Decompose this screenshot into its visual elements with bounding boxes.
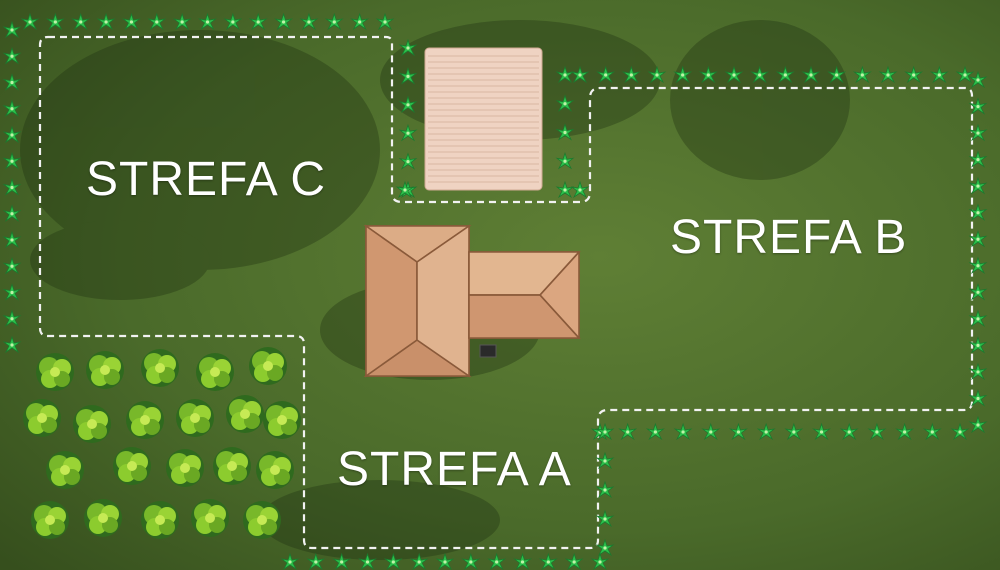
bush-icon [113,447,151,485]
bush-icon [191,499,229,537]
bush-icon [73,405,111,443]
bush-icon [256,451,294,489]
bush-icon [243,501,281,539]
terrace [424,47,543,191]
bush-icon [141,501,179,539]
bush-icon [263,401,301,439]
bush-icon [166,449,204,487]
roof-unit [479,344,497,358]
bush-icon [46,451,84,489]
bush-icon [31,501,69,539]
zone-c-boundary [38,35,974,550]
zone-boundaries [38,35,974,550]
zone-a-label: STREFA A [337,443,572,496]
bush-icon [196,353,234,391]
bush-icon [176,399,214,437]
house-roof [363,224,581,378]
bush-icon [249,347,287,385]
bush-icon [23,399,61,437]
bush-icon [86,351,124,389]
bush-icon [84,499,122,537]
bush-icon [126,401,164,439]
bush-icon [213,447,251,485]
bush-icon [226,395,264,433]
zone-b-label: STREFA B [670,211,908,264]
zone-c-label: STREFA C [86,153,327,206]
bush-icon [36,353,74,391]
bush-icon [141,349,179,387]
